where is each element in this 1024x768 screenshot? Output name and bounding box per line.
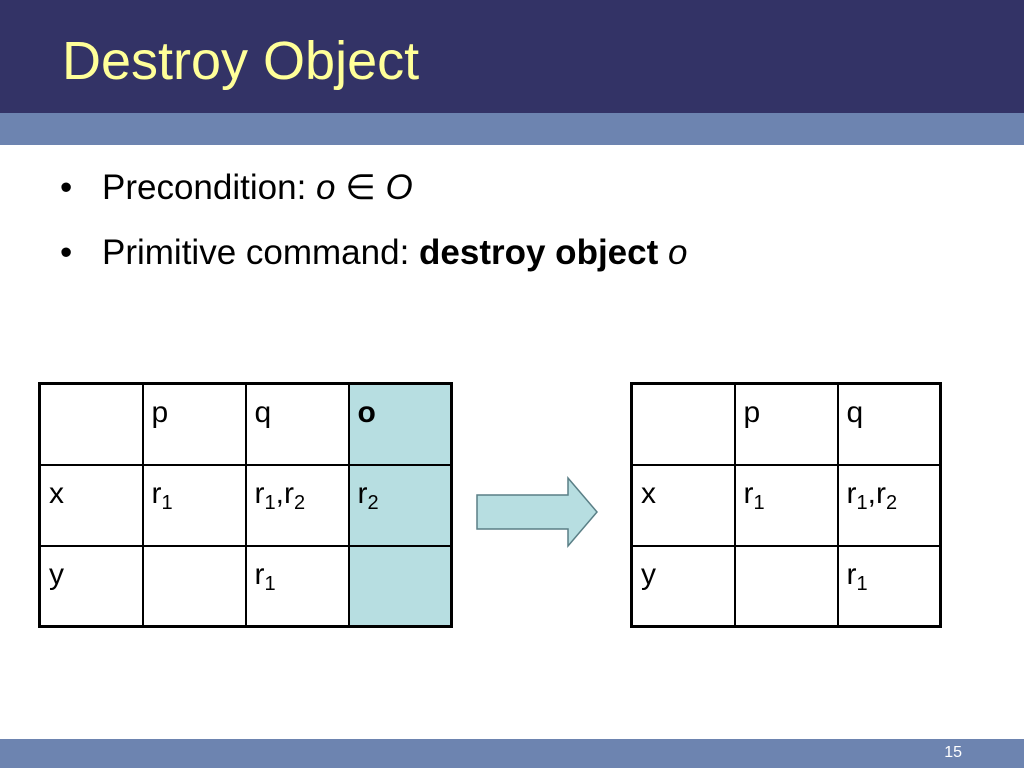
matrix-row-label: x [38,463,144,547]
arrow-shape [476,476,598,548]
matrix-cell-destroyed: r2 [347,463,453,547]
right-base: r [846,557,857,591]
right-subscript: 2 [885,491,898,514]
matrix-cell [141,544,247,628]
matrix-header-row: p q o [38,382,453,466]
right-subscript: 2 [367,491,379,514]
matrix-cell: r1 [733,463,839,547]
matrix-row: x r1 r1,r2 r2 [38,463,453,547]
matrix-row: x r1 r1,r2 [630,463,942,547]
right-base: r [151,476,162,510]
matrix-cell-destroyed [347,544,453,628]
matrix-cell: r1,r2 [244,463,350,547]
right-subscript: 1 [161,491,173,514]
bullet-precondition: • Precondition: o ∈ O [60,166,687,210]
object-variable: o [316,168,336,207]
matrix-header-cell: q [836,382,942,466]
matrix-corner-cell [38,382,144,466]
matrix-cell: r1 [141,463,247,547]
matrix-row: y r1 [630,544,942,628]
matrix-row: y r1 [38,544,453,628]
right-separator: , [867,476,876,510]
right-base: r [254,557,265,591]
access-matrix-after: p q x r1 r1,r2 y r1 [630,382,942,628]
right-subscript: 1 [264,572,276,595]
bullet-label: Precondition: [102,168,317,207]
accent-bar [0,113,1024,145]
right-base: r [254,476,265,510]
matrix-cell: r1 [244,544,350,628]
title-bar: Destroy Object [0,0,1024,113]
bullet-label: Primitive command: [102,233,420,272]
matrix-header-cell: q [244,382,350,466]
right-base: r [743,476,754,510]
bullet-dot: • [60,168,73,207]
matrix-header-cell: p [141,382,247,466]
page-number: 15 [944,744,962,761]
bullet-dot: • [60,233,73,272]
matrix-row-label: y [630,544,736,628]
command-name: destroy object [419,233,659,272]
right-base: r [875,476,886,510]
matrix-cell: r1,r2 [836,463,942,547]
slide-title: Destroy Object [62,31,420,91]
matrix-cell: r1 [836,544,942,628]
right-arrow-icon [476,476,598,548]
matrix-corner-cell [630,382,736,466]
right-base: r [846,476,857,510]
footer-bar: 15 [0,739,1024,768]
bullet-list: • Precondition: o ∈ O • Primitive command:… [60,166,687,296]
matrix-header-cell-destroyed: o [347,382,453,466]
matrix-header-cell: p [733,382,839,466]
matrix-row-label: x [630,463,736,547]
right-subscript: 1 [856,572,868,595]
object-set: O [385,168,413,207]
matrix-cell [733,544,839,628]
access-matrix-before: p q o x r1 r1,r2 r2 y r1 [38,382,453,628]
right-subscript: 1 [856,491,868,514]
right-base: r [283,476,294,510]
bullet-primitive-command: • Primitive command: destroy object o [60,231,687,275]
element-of-symbol: ∈ [345,168,376,207]
matrix-row-label: y [38,544,144,628]
right-subscript: 1 [264,491,276,514]
right-subscript: 1 [753,491,765,514]
right-base: r [357,476,368,510]
right-separator: , [275,476,284,510]
right-subscript: 2 [293,491,306,514]
object-variable: o [668,233,688,272]
matrix-header-row: p q [630,382,942,466]
